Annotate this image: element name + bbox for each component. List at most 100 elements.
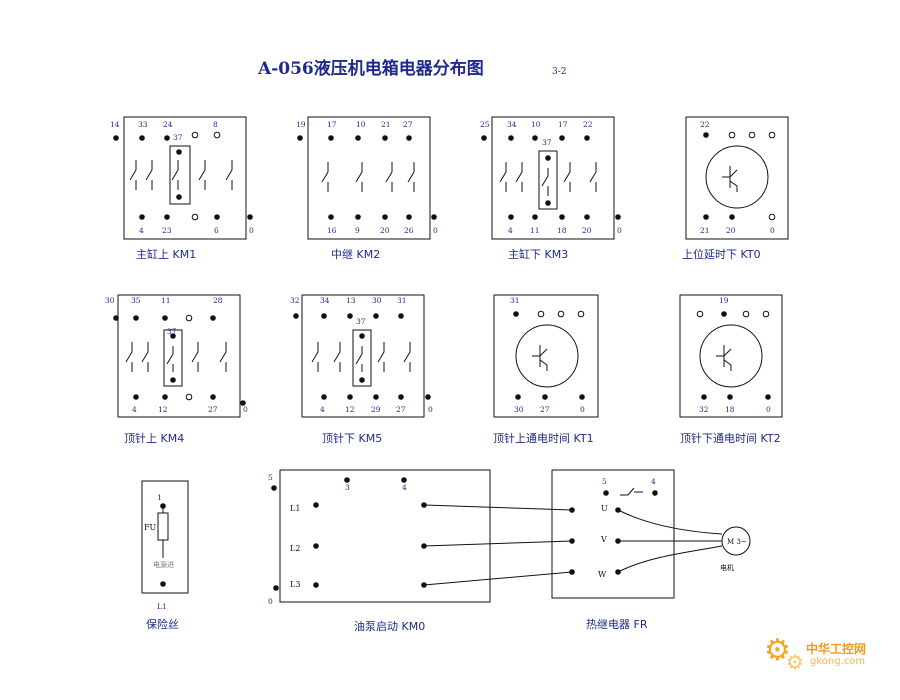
watermark-text: 中华工控网 — [806, 642, 867, 656]
km5-terminal-bottom-2: 12 — [345, 405, 355, 414]
km1-terminal-top-1: 33 — [138, 120, 148, 129]
km2-terminal-top-3: 21 — [381, 120, 391, 129]
km5-terminal-right: 0 — [428, 405, 433, 414]
km4-caption: 顶针上 KM4 — [124, 431, 184, 445]
timer-kt2: 19 32 18 0 顶针下通电时间 KT2 — [679, 294, 783, 445]
km3-caption: 主缸下 KM3 — [508, 247, 568, 261]
km3-terminal-top-4: 22 — [583, 120, 593, 129]
km4-terminal-top-2: 11 — [161, 296, 171, 305]
km4-coil-number: 37 — [167, 327, 177, 336]
km3-terminal-bottom-3: 18 — [557, 226, 567, 235]
km2-terminal-bottom-3: 20 — [380, 226, 390, 235]
km5-terminal-top-2: 13 — [346, 296, 356, 305]
km0-line-2: L2 — [290, 544, 300, 553]
km0-line-1: L1 — [290, 504, 300, 513]
km5-terminal-top-4: 31 — [397, 296, 407, 305]
km0-caption: 油泵启动 KM0 — [354, 619, 425, 633]
motor-label: 电机 — [720, 563, 734, 572]
small-gear-icon: ⚙ — [786, 650, 804, 674]
kt1-terminal-bottom-1: 30 — [514, 405, 524, 414]
km5-terminal-top-left: 32 — [290, 296, 300, 305]
km2-terminal-bottom-4: 26 — [404, 226, 414, 235]
km3-coil-number: 37 — [542, 138, 552, 147]
fuse-terminal-top: 1 — [157, 493, 162, 502]
km3-terminal-top-3: 17 — [558, 120, 568, 129]
km5-coil-number: 37 — [356, 317, 366, 326]
km3-terminal-right: 0 — [617, 226, 622, 235]
fuse-terminal-bottom: L1 — [157, 602, 167, 611]
kt2-terminal-bottom-3: 0 — [766, 405, 771, 414]
km0-terminal-top-1: 3 — [345, 483, 350, 492]
km2-terminal-top-1: 17 — [327, 120, 337, 129]
wire-l2-v — [423, 540, 573, 547]
kt2-terminal-bottom-1: 32 — [699, 405, 709, 414]
km4-terminal-top-1: 35 — [131, 296, 141, 305]
fr-caption: 热继电器 FR — [586, 618, 648, 631]
km4-terminal-right: 0 — [243, 405, 248, 414]
kt2-terminal-bottom-2: 18 — [725, 405, 735, 414]
km5-terminal-top-1: 34 — [320, 296, 330, 305]
km4-terminal-bottom-3: 27 — [208, 405, 218, 414]
thermal-relay-fr: 5 4 U V W 热继电器 FR — [551, 469, 675, 631]
km3-terminal-top-1: 34 — [507, 120, 517, 129]
fuse-label: FU — [144, 523, 157, 532]
contactor-km2: 19 17 10 21 27 16 9 20 26 0 中继 KM2 — [296, 116, 438, 261]
km2-terminal-right: 0 — [433, 226, 438, 235]
km2-terminal-top-4: 27 — [403, 120, 413, 129]
km5-terminal-bottom-3: 29 — [371, 405, 381, 414]
watermark-logo: ⚙ ⚙ 中华工控网 gkong.com — [760, 634, 890, 682]
wire-u-motor — [617, 509, 723, 535]
watermark-url: gkong.com — [810, 656, 866, 667]
km0-terminal-bottom: 0 — [268, 597, 273, 606]
fr-phase-v: V — [600, 535, 607, 544]
km1-terminal-bottom-2: 23 — [162, 226, 172, 235]
km4-terminal-top-3: 28 — [213, 296, 223, 305]
fuse-note: 电源进 — [153, 560, 174, 569]
timer-kt0: 22 21 20 0 上位延时下 KT0 — [682, 116, 789, 261]
km1-terminal-right: 0 — [249, 226, 254, 235]
km1-terminal-top-2: 24 — [163, 120, 173, 129]
km4-terminal-bottom-2: 12 — [158, 405, 168, 414]
fr-phase-w: W — [598, 570, 607, 579]
km1-coil-number: 37 — [173, 133, 183, 142]
kt1-caption: 顶针上通电时间 KT1 — [493, 431, 594, 445]
kt0-terminal-bottom-3: 0 — [770, 226, 775, 235]
kt0-terminal-bottom-2: 20 — [726, 226, 736, 235]
fr-terminal-top-1: 5 — [602, 477, 607, 486]
km5-terminal-top-3: 30 — [372, 296, 382, 305]
diagram-title: A-056液压机电箱电器分布图 — [257, 58, 484, 79]
kt2-terminal-top: 19 — [719, 296, 729, 305]
wire-l1-u — [423, 504, 573, 511]
kt0-caption: 上位延时下 KT0 — [682, 247, 761, 261]
kt1-terminal-bottom-3: 0 — [580, 405, 585, 414]
fuse: 1 FU 电源进 L1 保险丝 — [141, 480, 189, 631]
km3-terminal-top-left: 25 — [480, 120, 490, 129]
km1-terminal-top-3: 8 — [213, 120, 218, 129]
km5-caption: 顶针下 KM5 — [322, 431, 382, 445]
wire-w-motor — [617, 545, 723, 573]
km5-terminal-bottom-4: 27 — [396, 405, 406, 414]
contactor-km4: 30 35 11 28 37 4 12 27 0 顶针上 KM4 — [105, 294, 248, 445]
km1-terminal-top-left: 14 — [110, 120, 120, 129]
kt2-caption: 顶针下通电时间 KT2 — [680, 431, 781, 445]
contactor-km1: 14 33 24 8 37 4 23 6 0 主缸上 KM1 — [110, 116, 254, 261]
km3-terminal-bottom-1: 4 — [508, 226, 513, 235]
kt0-terminal-bottom-1: 21 — [700, 226, 710, 235]
kt0-terminal-top: 22 — [700, 120, 710, 129]
km1-terminal-bottom-1: 4 — [139, 226, 144, 235]
kt1-terminal-bottom-2: 27 — [540, 405, 550, 414]
gear-icon: ⚙ — [764, 633, 791, 668]
km4-terminal-top-left: 30 — [105, 296, 115, 305]
fr-terminal-top-2: 4 — [651, 477, 656, 486]
km2-caption: 中继 KM2 — [331, 248, 380, 261]
km3-terminal-top-2: 10 — [531, 120, 541, 129]
km3-terminal-bottom-2: 11 — [530, 226, 540, 235]
km2-terminal-top-2: 10 — [356, 120, 366, 129]
km1-terminal-bottom-3: 6 — [214, 226, 219, 235]
km2-terminal-top-left: 19 — [296, 120, 306, 129]
km0-terminal-corner: 5 — [268, 473, 273, 482]
km0-line-3: L3 — [290, 580, 300, 589]
km1-caption: 主缸上 KM1 — [136, 247, 196, 261]
page-code: 3-2 — [552, 67, 567, 77]
km2-terminal-bottom-1: 16 — [327, 226, 337, 235]
